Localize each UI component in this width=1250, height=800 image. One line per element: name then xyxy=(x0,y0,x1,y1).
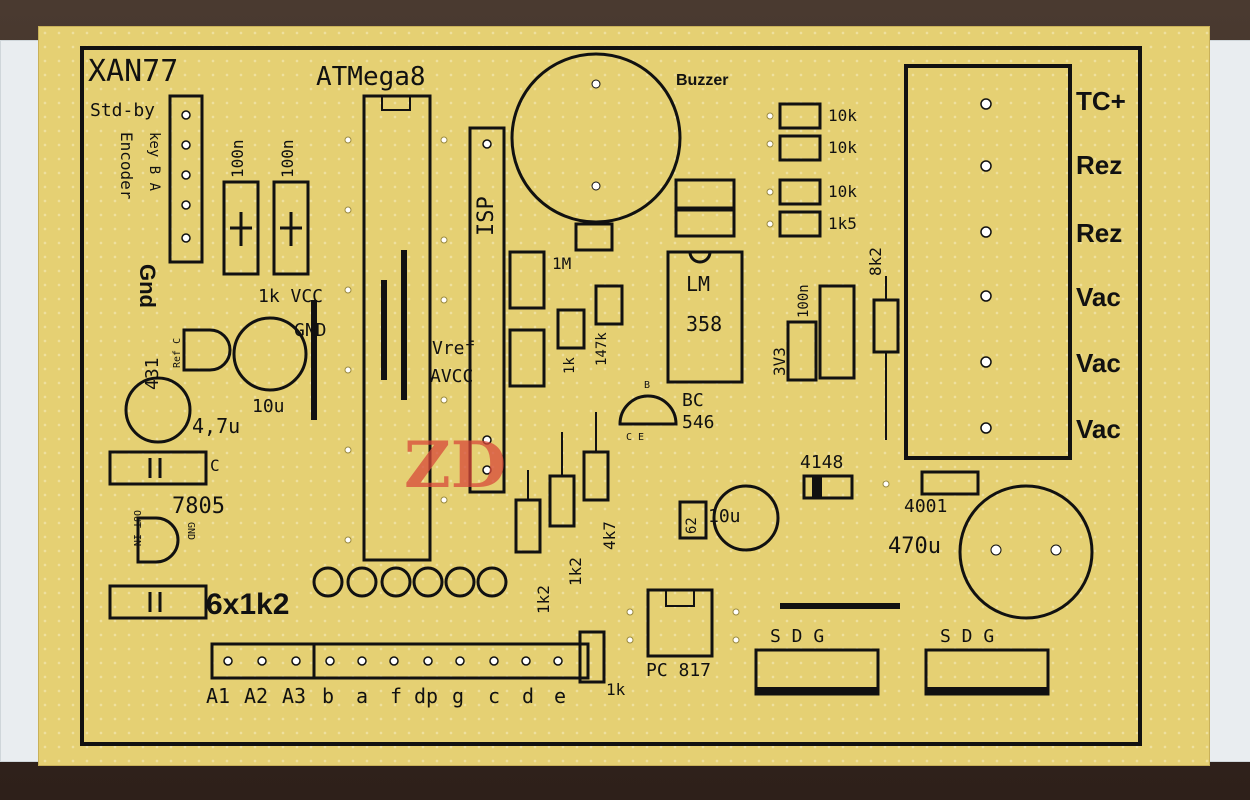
paper-sheet-left xyxy=(0,40,42,762)
red-stamp: ZD xyxy=(404,428,507,503)
header-label-a: a xyxy=(356,684,369,708)
reg-pins-label: OUT IN xyxy=(131,510,142,547)
res-6x1k2-label: 6x1k2 xyxy=(206,588,290,621)
buzzer-label: Buzzer xyxy=(676,72,729,89)
reg-gnd-label: GND xyxy=(185,522,196,541)
reg-7805-label: 7805 xyxy=(172,494,225,519)
encoder-label: Encoder xyxy=(117,132,136,200)
header-label-a1: A1 xyxy=(206,684,231,708)
opto-label: PC 817 xyxy=(646,660,712,681)
res-1k-bottom-label: 1k xyxy=(606,680,626,699)
opamp-358-label: 358 xyxy=(686,312,723,336)
res-1k2-a-label: 1k2 xyxy=(534,585,553,614)
header-label-a3: A3 xyxy=(282,684,307,708)
header-label-a2: A2 xyxy=(244,684,269,708)
cap-c-label: C xyxy=(210,456,220,475)
terminal-rez-2-label: Rez xyxy=(1076,218,1123,248)
terminal-tc-label: TC+ xyxy=(1076,86,1126,116)
standby-label: Std-by xyxy=(90,100,156,121)
res-4k7-label: 4k7 xyxy=(600,521,619,550)
diode-4148-label: 4148 xyxy=(800,452,844,473)
diode-4001-label: 4001 xyxy=(904,496,948,517)
opamp-lm-label: LM xyxy=(686,272,711,296)
gnd-mid-label: GND xyxy=(294,320,327,341)
board-title: XAN77 xyxy=(88,54,179,89)
header-label-e: e xyxy=(554,684,567,708)
cap-100n-2-label: 100n xyxy=(278,139,297,178)
res-8k2-label: 8k2 xyxy=(866,247,885,276)
res-10k-3-label: 10k xyxy=(828,182,857,201)
cap-470u-label: 470u xyxy=(888,534,941,559)
isp-label: ISP xyxy=(474,196,499,236)
header-label-g: g xyxy=(452,684,465,708)
res-10k-2-label: 10k xyxy=(828,138,857,157)
transistor-546-label: 546 xyxy=(682,412,715,433)
avcc-label: AVCC xyxy=(430,366,474,387)
terminal-rez-1-label: Rez xyxy=(1076,150,1123,180)
res-1k2-b-label: 1k2 xyxy=(566,557,585,586)
res-10k-1-label: 10k xyxy=(828,106,857,125)
transistor-pin-b: B xyxy=(644,380,651,391)
header-label-b: b xyxy=(322,684,335,708)
zener-62-label: 62 xyxy=(684,517,700,534)
res-1m-label: 1M xyxy=(552,254,572,273)
cap-10u-mid-label: 10u xyxy=(708,506,741,527)
cap-100n-1-label: 100n xyxy=(228,139,247,178)
res-147k-label: 147k xyxy=(594,332,610,366)
header-label-dp: dp xyxy=(414,684,439,708)
gnd-label-left: Gnd xyxy=(135,264,160,308)
res-1k-small-label: 1k xyxy=(562,357,578,374)
res-1k-vcc-label: 1k VCC xyxy=(258,286,324,307)
ref-431-label: 431 xyxy=(142,357,163,390)
key-b-a-label: key B A xyxy=(146,132,162,192)
vref-label: Vref xyxy=(432,338,476,359)
mosfet-2-pins: S D G xyxy=(940,626,995,647)
res-1k5-label: 1k5 xyxy=(828,214,857,233)
transistor-bc-label: BC xyxy=(682,390,704,411)
header-label-f: f xyxy=(390,684,403,708)
res-3v3-label: 3V3 xyxy=(770,347,789,376)
header-label-c: c xyxy=(488,684,501,708)
terminal-vac-2-label: Vac xyxy=(1076,348,1121,378)
mosfet-1-pins: S D G xyxy=(770,626,825,647)
terminal-vac-3-label: Vac xyxy=(1076,414,1121,444)
cap-100n-3-label: 100n xyxy=(796,284,812,318)
transistor-pins-ce: C E xyxy=(626,432,645,443)
cap-4-7u-label: 4,7u xyxy=(192,414,241,438)
ref-431-pins: Ref C xyxy=(172,337,183,368)
header-label-d: d xyxy=(522,684,535,708)
cap-10u-left-label: 10u xyxy=(252,396,285,417)
terminal-vac-1-label: Vac xyxy=(1076,282,1121,312)
mcu-label: ATMega8 xyxy=(316,62,426,92)
